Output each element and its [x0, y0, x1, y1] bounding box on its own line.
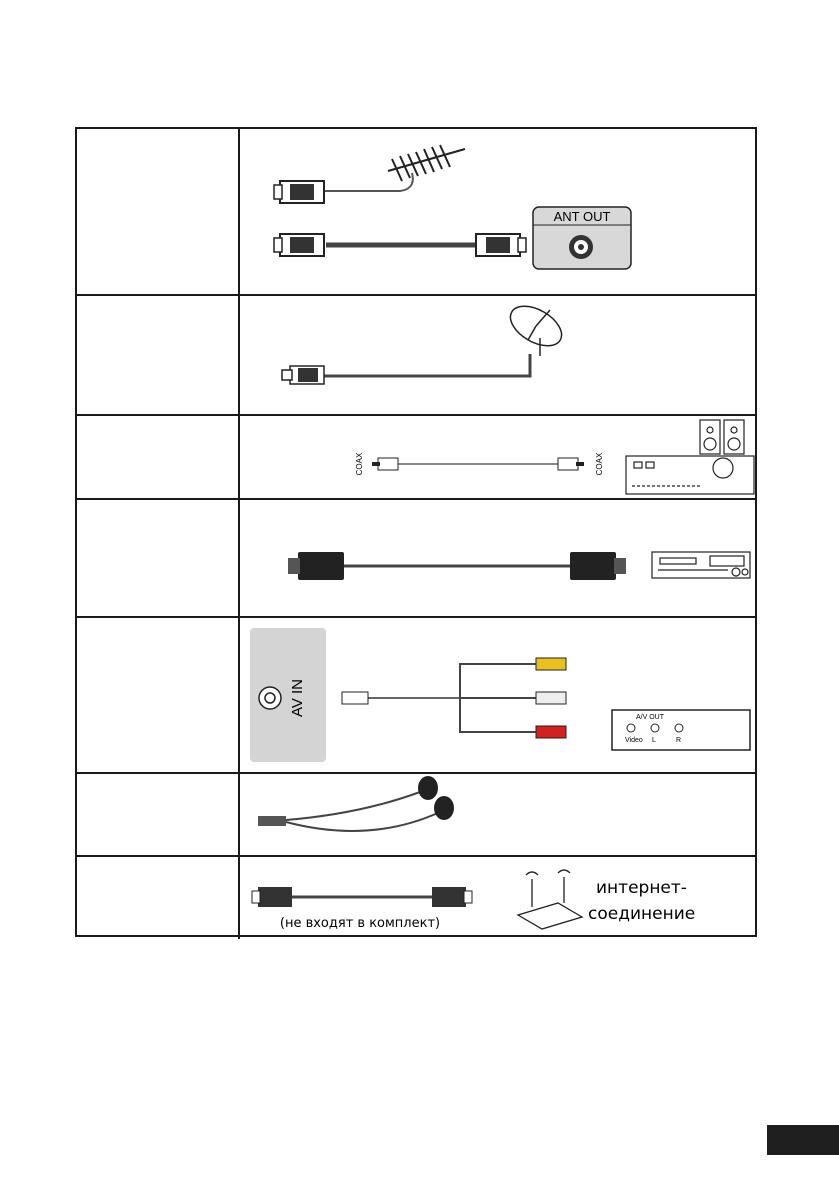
- av-in-label: AV IN: [289, 679, 306, 717]
- label-cell-hdmi: [77, 500, 240, 616]
- right-channel-label: R: [676, 737, 681, 744]
- coax-connection-illustration: COAX COAX: [240, 416, 755, 498]
- row-antenna: ANT OUT: [77, 129, 755, 294]
- row-hdmi: [77, 498, 755, 616]
- amplifier-icon: [625, 419, 755, 495]
- rj45-plug-left-icon: [251, 887, 292, 907]
- rca-plug-yellow-icon: [535, 657, 567, 671]
- av-source-device: A/V OUT Video L R: [611, 709, 751, 751]
- coax-label-right: COAX: [595, 452, 604, 475]
- row-coax: COAX COAX: [77, 414, 755, 498]
- rca-plug-red-icon: [535, 725, 567, 739]
- ant-out-panel: ANT OUT: [532, 206, 632, 270]
- av-connection-illustration: AV IN A/V OUT: [240, 618, 755, 772]
- label-cell-antenna: [77, 129, 240, 294]
- antenna-icon: [325, 144, 466, 192]
- av-in-panel: AV IN: [250, 628, 326, 762]
- left-channel-label: L: [652, 737, 656, 744]
- av-out-label: A/V OUT: [636, 714, 665, 721]
- f-plug-icon: [281, 365, 325, 385]
- rj45-plug-right-icon: [432, 887, 473, 907]
- row-av: AV IN A/V OUT: [77, 616, 755, 772]
- label-cell-coax: [77, 416, 240, 498]
- connections-table: ANT OUT: [75, 127, 757, 939]
- ant-out-label: ANT OUT: [554, 209, 611, 224]
- coax-label-left: COAX: [355, 452, 364, 475]
- lan-connection-illustration: (не входят в комплект) интернет- соедине…: [240, 857, 755, 939]
- tv-plug-icon: [273, 180, 325, 204]
- label-cell-lan: [77, 857, 240, 939]
- internet-label-line1: интернет-: [596, 878, 687, 898]
- internet-label-line2: соединение: [588, 904, 695, 924]
- label-cell-av: [77, 618, 240, 772]
- antenna-connection-illustration: ANT OUT: [240, 129, 755, 294]
- hdmi-plug-left-icon: [288, 552, 344, 580]
- row-satellite: [77, 294, 755, 414]
- headphones-icon: [258, 776, 454, 832]
- satellite-dish-icon: [509, 305, 563, 356]
- tv-plug-right-icon: [475, 233, 527, 257]
- hdmi-plug-right-icon: [570, 552, 626, 580]
- rca-plug-left-icon: [372, 457, 399, 471]
- dvd-player-icon: [651, 551, 751, 579]
- rca-plug-white-icon: [535, 691, 567, 705]
- hdmi-connection-illustration: [240, 500, 755, 616]
- router-icon: [516, 869, 584, 930]
- satellite-connection-illustration: [240, 296, 755, 414]
- row-headphones: [77, 772, 755, 855]
- video-label: Video: [625, 737, 643, 744]
- label-cell-headphones: [77, 774, 240, 855]
- tv-plug-left-icon: [273, 233, 325, 257]
- headphones-illustration: [240, 774, 755, 855]
- label-cell-satellite: [77, 296, 240, 414]
- rca-plug-right-icon: [557, 457, 584, 471]
- page-tab-marker: [767, 1125, 839, 1155]
- row-lan: (не входят в комплект) интернет- соедине…: [77, 855, 755, 939]
- not-included-note: (не входят в комплект): [280, 916, 440, 931]
